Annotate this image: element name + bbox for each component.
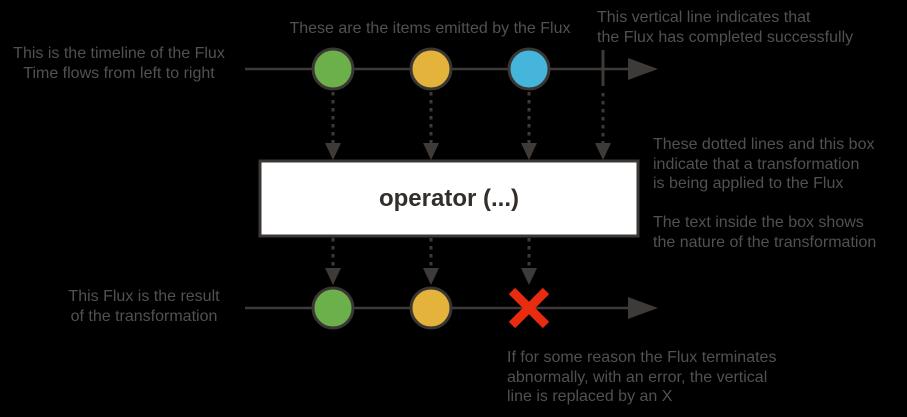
result-timeline-arrowhead-icon <box>628 297 658 319</box>
source-timeline-arrowhead-icon <box>628 58 658 80</box>
items-note: These are the items emitted by the Flux <box>289 20 571 37</box>
operator-box <box>258 159 640 238</box>
source-item-yellow-marble <box>409 47 453 91</box>
transform-arrows-bottom <box>325 238 537 285</box>
dotted-arrow-icon <box>595 93 611 160</box>
source-item-green-marble <box>311 47 355 91</box>
dotted-arrow-icon <box>423 92 439 160</box>
error-note: If for some reason the Flux terminates a… <box>507 349 777 405</box>
box-text-note: The text inside the box shows the nature… <box>653 214 877 251</box>
timeline-note: This is the timeline of the Flux Time fl… <box>13 45 225 82</box>
dotted-arrow-icon <box>521 238 537 285</box>
dotted-arrow-icon <box>423 238 439 285</box>
source-item-blue-marble <box>507 47 551 91</box>
result-item-yellow-marble <box>409 286 453 330</box>
complete-note: This vertical line indicates that the Fl… <box>597 9 854 46</box>
transform-arrows-top <box>325 92 611 160</box>
result-note: This Flux is the result of the transform… <box>68 288 220 325</box>
dotted-arrow-icon <box>521 92 537 160</box>
result-item-green-marble <box>311 286 355 330</box>
dotted-arrow-icon <box>325 92 341 160</box>
error-x-icon <box>508 287 550 329</box>
dotted-arrow-icon <box>325 238 341 285</box>
transform-note: These dotted lines and this box indicate… <box>653 136 875 192</box>
operator-box-label: operator (...) <box>378 184 519 212</box>
